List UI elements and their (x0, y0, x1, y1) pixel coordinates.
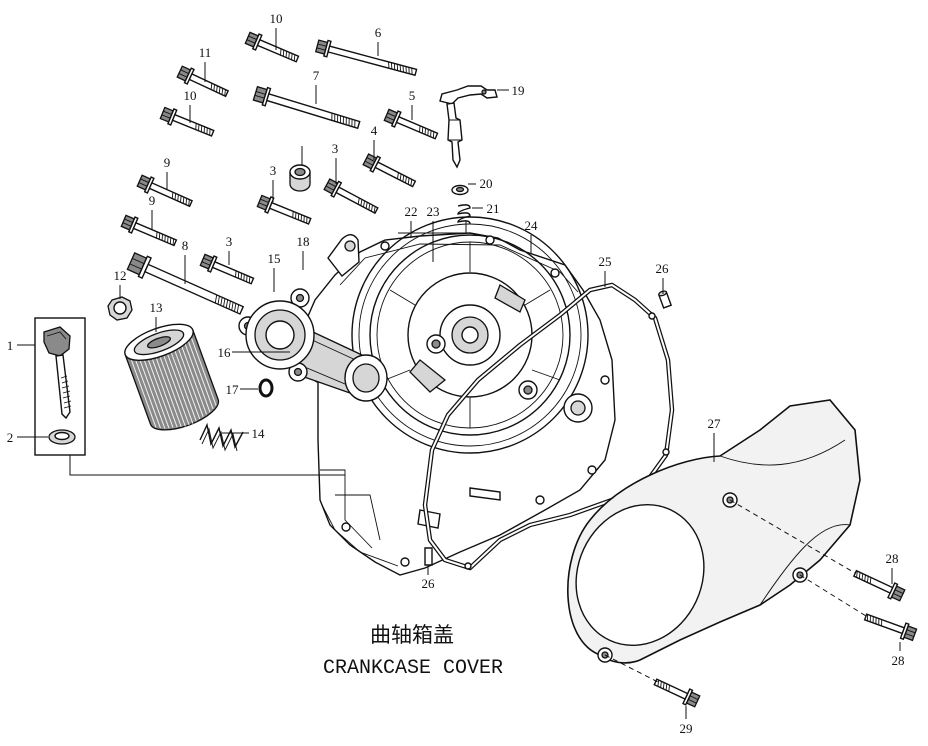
callout-label: 3 (226, 234, 233, 249)
callout-label: 13 (150, 300, 163, 315)
bearing-boss (426, 334, 593, 423)
bolt-3-right (323, 178, 379, 215)
callout-label: 3 (270, 163, 277, 178)
bolt-10-upper (244, 31, 300, 63)
bolt-axis-line (604, 654, 659, 683)
washer-12 (107, 296, 133, 321)
dowel-pin-26 (657, 290, 673, 309)
bolt-3-middle (256, 194, 312, 225)
bolt-5 (383, 108, 439, 140)
washer-2 (48, 429, 76, 445)
callout-label: 14 (252, 426, 266, 441)
callout-label: 21 (487, 201, 500, 216)
callout-label: 5 (409, 88, 416, 103)
washer-20 (451, 184, 469, 196)
oil-dipstick-1 (43, 326, 72, 420)
callout-label: 28 (892, 653, 905, 668)
callout-label: 22 (405, 204, 418, 219)
callout-label: 6 (375, 25, 382, 40)
diagram-title-chinese: 曲轴箱盖 (370, 623, 454, 647)
callout-label: 29 (680, 721, 693, 736)
spring-21 (457, 204, 471, 225)
bolt-29 (653, 678, 701, 708)
callout-label: 4 (371, 123, 378, 138)
callout-label: 28 (886, 551, 899, 566)
callout-label: 11 (199, 45, 212, 60)
speed-sensor-part-19 (439, 85, 498, 169)
callout-label: 9 (164, 155, 171, 170)
mounting-lug-18 (327, 234, 360, 277)
callout-label: 20 (480, 176, 493, 191)
bolt-9-lower (120, 214, 178, 247)
bolt-axis-line (729, 499, 856, 574)
callout-label: 2 (7, 430, 14, 445)
callout-label: 18 (297, 234, 310, 249)
callout-label: 19 (512, 83, 525, 98)
bolt-7-long (252, 85, 361, 130)
bolt-28-lower (863, 613, 918, 642)
bolt-axis-line (799, 574, 867, 617)
callout-label: 3 (332, 141, 339, 156)
bolt-4 (362, 153, 417, 188)
bolt-9-upper (136, 174, 193, 208)
gasket-25 (422, 282, 675, 571)
clutch-housing-ring (351, 216, 589, 454)
bolt-3-left (199, 253, 255, 285)
callout-label: 24 (525, 218, 539, 233)
callout-label: 10 (270, 11, 283, 26)
diagram-title-english: CRANKCASE COVER (323, 657, 503, 680)
leader-lines (17, 28, 901, 719)
bolt-8-long (126, 252, 245, 315)
callout-label: 1 (7, 338, 14, 353)
o-ring-17 (258, 378, 274, 398)
callout-label: 8 (182, 238, 189, 253)
bolt-11 (176, 65, 230, 98)
callout-label: 26 (656, 261, 670, 276)
bolt-28-upper (852, 569, 906, 602)
bolt-10-lower (159, 106, 215, 137)
callout-label: 15 (268, 251, 281, 266)
callout-label: 9 (149, 193, 156, 208)
callout-label: 26 (422, 576, 436, 591)
callout-label: 25 (599, 254, 612, 269)
spring-14 (199, 422, 244, 452)
dipstick-group-box (34, 317, 86, 456)
callout-label: 7 (313, 68, 320, 83)
oil-filter-13 (124, 323, 220, 431)
callout-label: 17 (226, 382, 240, 397)
callout-label: 27 (708, 416, 722, 431)
callout-label: 10 (184, 88, 197, 103)
bolt-6-long (314, 39, 418, 77)
outer-cover-27 (567, 399, 861, 664)
callout-labels: 10 6 11 7 19 10 5 4 3 9 3 20 9 22 23 21 … (7, 11, 905, 736)
filter-cover-flange-15 (238, 288, 315, 382)
bolt-holes (313, 235, 610, 567)
callout-label: 16 (218, 345, 232, 360)
callout-label: 23 (427, 204, 440, 219)
oil-seal (289, 164, 311, 192)
callout-label: 12 (114, 268, 127, 283)
